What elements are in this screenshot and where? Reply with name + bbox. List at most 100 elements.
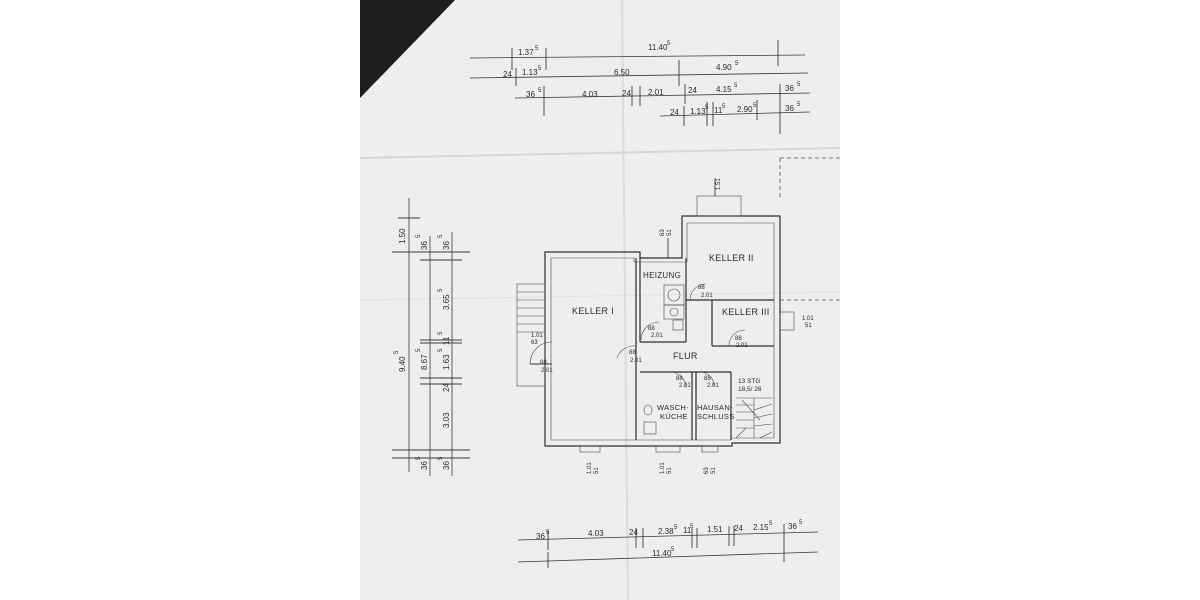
room-keller-1: KELLER I — [572, 306, 614, 316]
bottom-window-1 — [579, 445, 601, 453]
top-r2-c: 6.50 — [614, 68, 630, 77]
room-keller-3: KELLER III — [722, 307, 770, 317]
left-seg-8: 36 — [420, 461, 429, 470]
top-r1-b-sup: 5 — [667, 41, 671, 47]
door-left-arc — [529, 341, 553, 365]
left-seg-7: 3.03 — [442, 412, 451, 428]
bottom-i: 36 — [788, 522, 797, 531]
door-hausan-arc — [699, 371, 715, 387]
bottom-h-sup: 5 — [769, 521, 773, 527]
top-r3-g: 36 — [785, 84, 794, 93]
fold-line-faint — [359, 291, 841, 301]
top-dimension-chains: 1.37 5 11.40 5 24 1.13 5 6.50 4.90 5 36 … — [469, 40, 811, 134]
left-middle-total-sup: 5 — [416, 348, 422, 352]
top-r3-a-sup: 5 — [538, 88, 542, 94]
left-seg-0: 1.50 — [398, 228, 407, 244]
top-r2-d: 4.90 — [716, 63, 732, 72]
win-b1-b: 51 — [594, 467, 600, 474]
top-r4-b-sup: 5 — [705, 105, 709, 111]
door-flur-arc — [616, 345, 637, 359]
heiz-window-a: 63 — [660, 229, 666, 236]
top-r4-e-sup: 5 — [797, 102, 801, 108]
bottom-d: 2.38 — [658, 527, 674, 536]
top-window-bay — [696, 195, 742, 217]
bottom-a: 36 — [536, 532, 545, 541]
wash-basin — [643, 421, 657, 435]
door-wasch-a: 88 — [676, 376, 683, 382]
heater-unit — [663, 304, 685, 320]
left-seg-2-sup: 5 — [438, 234, 444, 238]
door-hausan-b: 2.01 — [707, 383, 719, 389]
top-r2-a: 24 — [503, 70, 512, 79]
left-seg-9: 36 — [442, 461, 451, 470]
win-b2-a: 1.01 — [660, 462, 666, 474]
entry-label-a: 1.01 — [531, 333, 543, 339]
door-heiz-a: 88 — [648, 326, 655, 332]
bottom-d-sup: 5 — [674, 525, 678, 531]
top-r3-g-sup: 5 — [797, 82, 801, 88]
room-waschkueche-line2: KÜCHE — [660, 412, 688, 421]
keller3-window — [779, 311, 795, 331]
top-r3-c: 24 — [622, 89, 631, 98]
door-wasch-b: 2.01 — [679, 383, 691, 389]
top-r4-d-sup: 5 — [753, 103, 757, 109]
top-r3-a: 36 — [526, 90, 535, 99]
top-r1-b: 11.40 — [648, 43, 668, 52]
top-r4-b: 1.13 — [690, 107, 706, 116]
top-r1-a: 1.37 — [518, 48, 534, 57]
top-r2-b: 1.13 — [522, 68, 538, 77]
top-r3-b: 4.03 — [582, 90, 598, 99]
bottom-h: 2.15 — [753, 523, 769, 532]
door-k2-b: 2.01 — [701, 293, 713, 299]
left-seg-1: 36 — [420, 241, 429, 250]
door-heiz-arc — [640, 321, 660, 341]
room-keller-2: KELLER II — [709, 253, 754, 263]
boiler-tank-icon — [667, 288, 681, 302]
entry-stair-treads — [517, 291, 545, 333]
win-b1-a: 1.01 — [587, 462, 593, 474]
keller3-window-a: 1.01 — [802, 316, 814, 322]
top-r1-a-sup: 5 — [535, 46, 539, 52]
door-wasch-arc — [669, 371, 687, 389]
door-k2-a: 88 — [698, 285, 705, 291]
stair-direction-arrow — [741, 399, 761, 421]
door-left-b: 2.01 — [541, 368, 553, 374]
door-flur-b: 2.01 — [630, 358, 642, 364]
left-outer-total: 9.40 — [398, 356, 407, 372]
door-k3-a: 88 — [735, 336, 742, 342]
top-r4-d: 2.90 — [737, 105, 753, 114]
fold-line-horizontal — [359, 147, 841, 159]
room-heizung: HEIZUNG — [643, 271, 681, 280]
door-k3-arc — [728, 329, 746, 347]
entry-stairs — [516, 283, 546, 387]
top-r4-c: 11 — [714, 106, 723, 115]
basement-floor-plan: 1.51 1.01 63 88 2.01 88 2.01 — [516, 157, 840, 474]
heiz-window-b: 51 — [667, 229, 673, 236]
bottom-a-sup: 5 — [546, 530, 550, 536]
left-seg-3: 3.65 — [442, 294, 451, 310]
left-middle-total: 8.67 — [420, 354, 429, 370]
fold-line-vertical — [621, 0, 629, 600]
left-seg-3-sup: 5 — [438, 288, 444, 292]
door-k3-b: 2.01 — [736, 343, 748, 349]
bottom-total: 11.40 — [652, 549, 672, 558]
top-r2-b-sup: 5 — [538, 66, 542, 72]
door-heiz-b: 2.01 — [651, 333, 663, 339]
top-r3-f: 4.15 — [716, 85, 732, 94]
washer-drain-icon — [643, 404, 653, 416]
left-seg-5-sup: 5 — [438, 348, 444, 352]
left-outer-total-sup: 5 — [394, 350, 400, 354]
door-k2-arc — [689, 283, 707, 301]
inner-wall-line — [550, 222, 775, 441]
left-seg-9-sup: 5 — [438, 456, 444, 460]
bottom-e-sup: 5 — [690, 524, 694, 530]
win-b3-a: 63 — [704, 467, 710, 474]
left-dimension-chains: 1.50 36 5 36 5 3.65 5 11 5 1.63 5 24 3.0… — [392, 198, 470, 476]
door-left-a: 88 — [540, 360, 547, 366]
bottom-dimension-chains: 36 5 4.03 24 2.38 5 11 5 1.51 24 2.15 5 … — [517, 520, 819, 568]
top-window-label: 1.51 — [716, 178, 722, 190]
left-seg-2: 36 — [442, 241, 451, 250]
room-hausanschluss-line1: HAUSAN- — [697, 403, 733, 412]
heater-box — [672, 319, 684, 331]
